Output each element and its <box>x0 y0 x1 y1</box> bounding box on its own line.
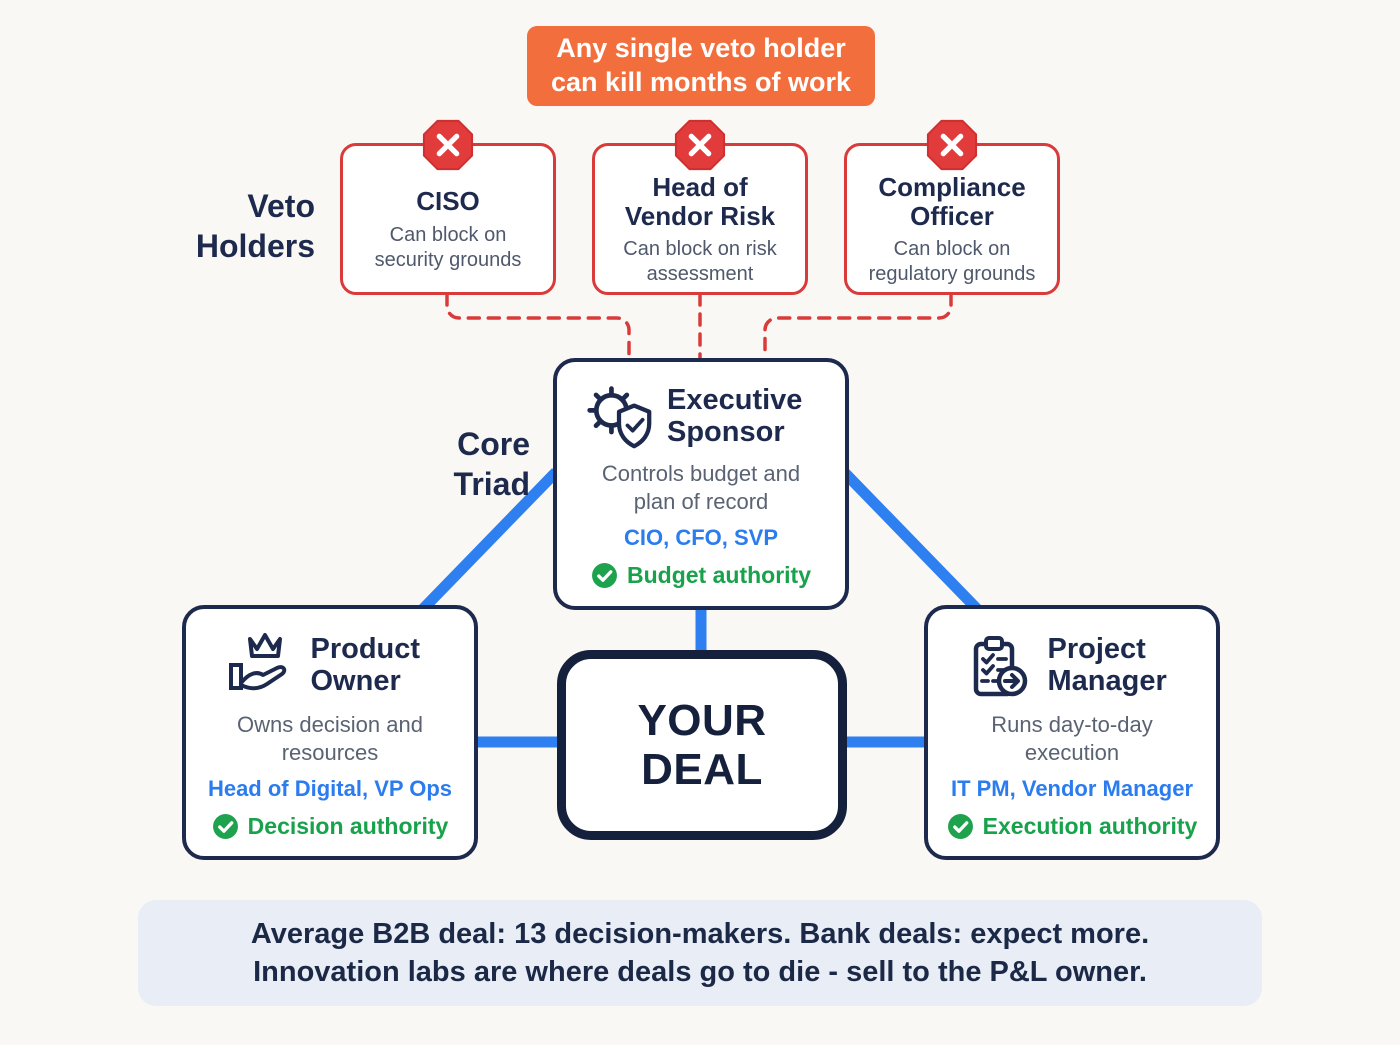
role-title: Executive Sponsor <box>667 383 803 448</box>
veto-title: CISO <box>416 186 480 217</box>
veto-warning-text: Any single veto holder can kill months o… <box>550 33 852 97</box>
authority-badge: Decision authority <box>212 813 449 840</box>
veto-title: Compliance Officer <box>878 171 1026 231</box>
x-octagon-icon <box>926 119 978 171</box>
veto-card-vendor-risk: Head of Vendor Risk Can block on risk as… <box>592 119 808 295</box>
authority-label: Budget authority <box>627 562 811 588</box>
role-desc: Runs day-to-day execution <box>991 712 1153 765</box>
takeaway-banner: Average B2B deal: 13 decision-makers. Ba… <box>138 900 1262 1006</box>
role-title: Product Owner <box>310 632 421 697</box>
card-executive-sponsor: Executive Sponsor Controls budget and pl… <box>553 358 849 610</box>
your-deal-box: YOUR DEAL <box>557 650 847 840</box>
role-examples: Head of Digital, VP Ops <box>207 776 453 801</box>
role-desc: Controls budget and plan of record <box>601 461 801 514</box>
link-compliance-sponsor <box>763 292 953 358</box>
role-title: Project Manager <box>1047 632 1167 697</box>
authority-badge: Budget authority <box>591 562 811 589</box>
veto-desc: Can block on regulatory grounds <box>868 238 1036 286</box>
core-triad-label: Core Triad <box>453 426 530 502</box>
authority-badge: Execution authority <box>947 813 1198 840</box>
check-circle-icon <box>592 563 617 588</box>
card-product-owner: Product Owner Owns decision and resource… <box>182 605 478 860</box>
check-circle-icon <box>947 814 973 839</box>
role-examples: IT PM, Vendor Manager <box>950 776 1194 801</box>
veto-title: Head of Vendor Risk <box>624 171 776 231</box>
x-octagon-icon <box>422 119 474 171</box>
x-octagon-icon <box>674 119 726 171</box>
gear-shield-check-icon <box>587 386 652 449</box>
card-project-manager: Project Manager Runs day-to-day executio… <box>924 605 1220 860</box>
link-ciso-sponsor <box>445 292 631 358</box>
role-desc: Owns decision and resources <box>237 712 423 765</box>
veto-card-compliance: Compliance Officer Can block on regulato… <box>844 119 1060 295</box>
role-examples: CIO, CFO, SVP <box>623 525 779 550</box>
your-deal-title: YOUR DEAL <box>637 695 767 794</box>
clipboard-checklist-icon <box>973 636 1027 697</box>
check-circle-icon <box>212 814 238 839</box>
veto-card-ciso: CISO Can block on security grounds <box>340 119 556 295</box>
authority-label: Decision authority <box>247 813 449 839</box>
veto-desc: Can block on risk assessment <box>623 238 777 286</box>
link-sponsor-product-owner <box>416 468 560 616</box>
veto-holders-label: Veto Holders <box>195 188 315 264</box>
link-sponsor-project-manager <box>840 468 984 616</box>
veto-warning-banner: Any single veto holder can kill months o… <box>527 26 875 106</box>
takeaway-text: Average B2B deal: 13 decision-makers. Ba… <box>250 917 1150 988</box>
hand-crown-icon <box>228 633 286 691</box>
authority-label: Execution authority <box>982 813 1198 839</box>
veto-desc: Can block on security grounds <box>374 223 522 271</box>
